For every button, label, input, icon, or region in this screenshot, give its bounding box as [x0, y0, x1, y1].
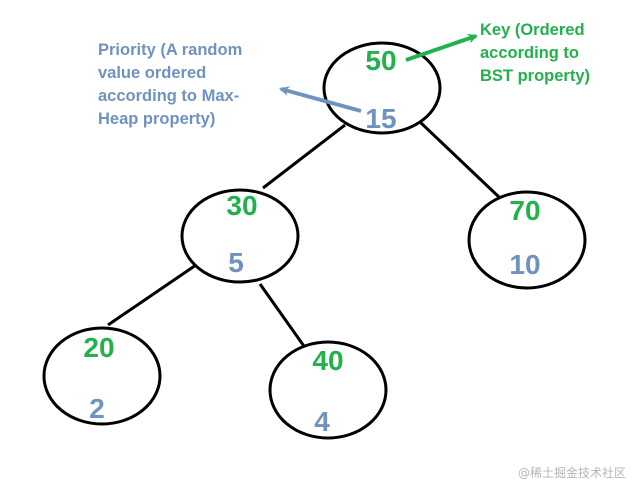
node-ellipse: [42, 326, 162, 426]
node-ellipse: [268, 340, 388, 440]
node-ellipse: [467, 190, 587, 290]
priority-label-line: Priority (A random: [98, 41, 242, 59]
node-key: 20: [83, 332, 114, 363]
priority-label-line: Heap property): [98, 110, 215, 128]
node-left-left: 20 2: [42, 326, 162, 426]
edge-50-70: [418, 120, 502, 200]
node-ellipse: [180, 188, 300, 284]
node-priority: 5: [228, 247, 244, 278]
edge-30-40: [258, 283, 308, 350]
key-label-line: BST property): [480, 67, 590, 85]
edge-30-20: [107, 263, 197, 327]
node-right: 70 10: [467, 190, 587, 290]
node-priority: 10: [509, 249, 540, 280]
priority-arrow: [279, 86, 362, 113]
node-priority: 2: [89, 393, 105, 424]
key-label-line: Key (Ordered: [480, 21, 585, 39]
key-label: Key (Ordered according to BST property): [480, 21, 590, 85]
key-label-line: according to: [480, 44, 579, 62]
priority-label: Priority (A random value ordered accordi…: [98, 41, 242, 128]
node-root: 50 15: [322, 41, 442, 135]
priority-label-line: according to Max-: [98, 87, 239, 105]
node-key: 40: [312, 345, 343, 376]
watermark: @稀土掘金技术社区: [518, 465, 626, 480]
key-arrow: [405, 33, 478, 62]
node-left-right: 40 4: [268, 340, 388, 440]
node-key: 50: [365, 45, 396, 76]
node-priority: 4: [314, 406, 330, 437]
node-key: 30: [226, 190, 257, 221]
edge-50-30: [262, 123, 346, 190]
node-priority: 15: [365, 103, 396, 134]
node-key: 70: [509, 195, 540, 226]
node-left: 30 5: [180, 188, 300, 284]
priority-label-line: value ordered: [98, 64, 206, 82]
